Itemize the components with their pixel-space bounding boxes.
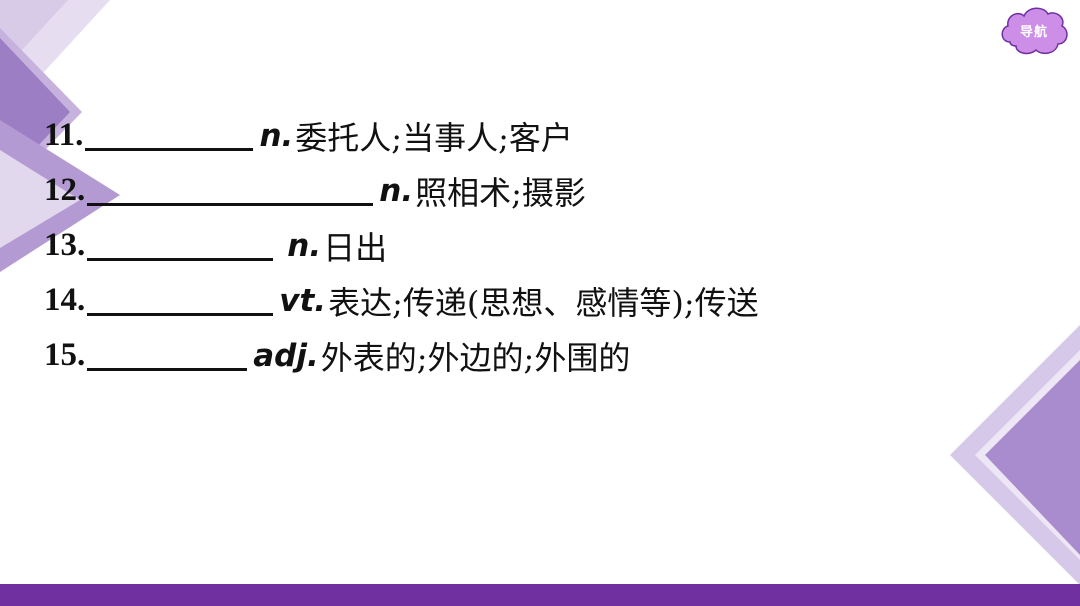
part-of-speech: n.	[379, 172, 414, 209]
item-number: 14.	[44, 282, 86, 318]
bottom-bar	[0, 584, 1080, 606]
definition: 日出	[323, 228, 388, 267]
answer-blank	[87, 230, 274, 261]
definition: 表达;传递(思想、感情等);传送	[328, 283, 759, 322]
part-of-speech: n.	[259, 117, 294, 154]
definition: 委托人;当事人;客户	[295, 118, 573, 157]
item-number: 12.	[44, 172, 86, 208]
item-number: 15.	[44, 337, 86, 373]
vocab-item-14: 14. vt. 表达;传递(思想、感情等);传送	[44, 273, 759, 328]
answer-blank	[87, 285, 274, 316]
nav-label: 导航	[1019, 24, 1048, 40]
part-of-speech: vt.	[279, 282, 327, 319]
item-number: 13.	[44, 227, 86, 263]
part-of-speech: n.	[287, 227, 322, 264]
vocab-item-13: 13. n. 日出	[44, 218, 759, 273]
item-number: 11.	[44, 117, 84, 153]
nav-button[interactable]: 导航	[998, 2, 1070, 58]
definition: 照相术;摄影	[415, 173, 586, 212]
answer-blank	[85, 120, 254, 151]
answer-blank	[87, 340, 248, 371]
cloud-icon	[1001, 7, 1068, 55]
vocab-item-12: 12. n. 照相术;摄影	[44, 163, 759, 218]
vocab-list: 11. n. 委托人;当事人;客户 12. n. 照相术;摄影 13. n. 日…	[44, 108, 759, 383]
definition: 外表的;外边的;外围的	[320, 338, 631, 377]
part-of-speech: adj.	[253, 337, 319, 374]
answer-blank	[87, 175, 374, 206]
vocab-item-11: 11. n. 委托人;当事人;客户	[44, 108, 759, 163]
vocab-item-15: 15. adj. 外表的;外边的;外围的	[44, 328, 759, 383]
